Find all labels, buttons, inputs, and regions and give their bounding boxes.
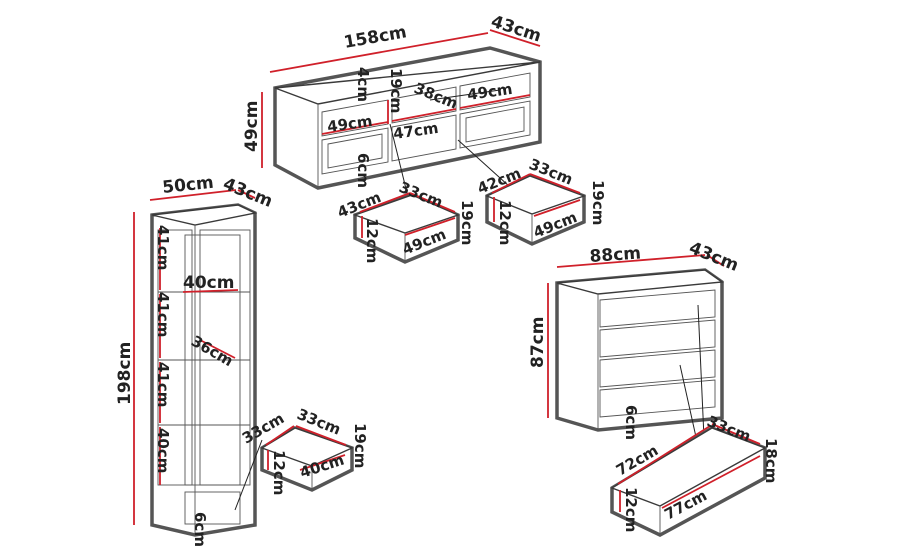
chest-drawer — [610, 423, 767, 537]
tv-drawer-right-height-label: 19cm — [589, 180, 607, 225]
tv-drawer-right-inner-height-label: 12cm — [496, 200, 514, 245]
tv-drawer-right — [485, 173, 587, 246]
chest-plinth-label: 6cm — [622, 405, 640, 440]
tv-drawer-left-inner-height-label: 12cm — [363, 218, 381, 263]
cabinet-plinth-label: 6cm — [191, 512, 209, 547]
tv-unit-depth-label: 43cm — [488, 12, 543, 47]
chest-drawer-height-label: 18cm — [762, 438, 780, 483]
cabinet-shelf-1-label: 41cm — [154, 225, 172, 270]
cabinet-shelf-3-label: 41cm — [154, 362, 172, 407]
cabinet-shelf-4-label: 40cm — [154, 428, 172, 473]
cabinet-drawer-height-label: 19cm — [351, 423, 369, 468]
cabinet-shelf-2-label: 41cm — [154, 292, 172, 337]
tv-unit-top-gap-label: 4cm — [354, 67, 372, 102]
chest-height-label: 87cm — [528, 317, 548, 368]
tv-drawer-left — [352, 192, 460, 264]
chest-of-drawers — [547, 254, 725, 461]
tv-unit-plinth-label: 6cm — [354, 153, 372, 188]
chest-width-label: 88cm — [589, 243, 642, 267]
cabinet — [133, 189, 263, 537]
cabinet-inner-width-label: 40cm — [183, 273, 234, 293]
tv-drawer-left-height-label: 19cm — [458, 200, 476, 245]
tv-unit — [261, 29, 542, 206]
cabinet-drawer-inner-height-label: 12cm — [270, 450, 288, 495]
cabinet-height-label: 198cm — [115, 342, 135, 405]
cabinet-drawer — [260, 425, 354, 492]
tv-unit-shelf-height-label: 19cm — [387, 68, 405, 113]
chest-drawer-inner-height-label: 12cm — [622, 487, 640, 532]
tv-unit-height-label: 49cm — [242, 101, 262, 152]
